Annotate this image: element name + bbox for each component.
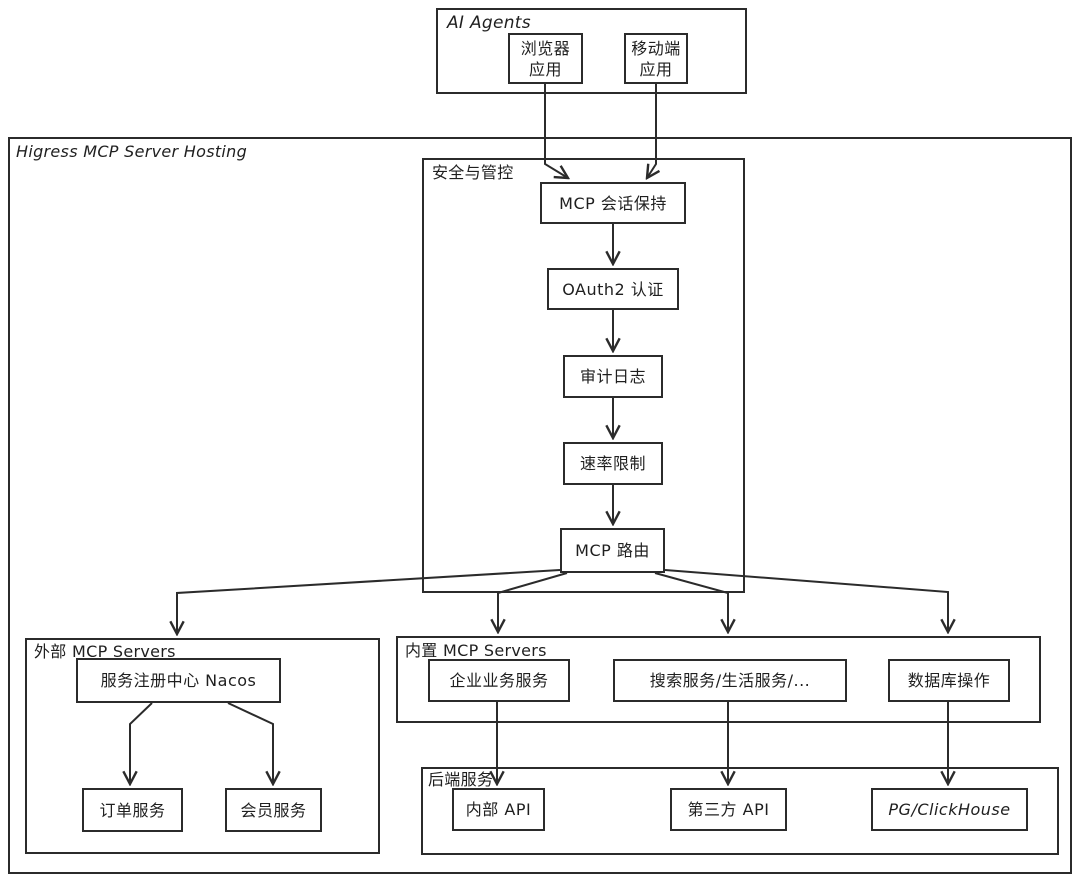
nacos-registry-label: 服务注册中心 Nacos xyxy=(100,671,257,690)
arrow-router-to-external xyxy=(177,569,561,634)
arrow-mobile-to-session xyxy=(647,84,656,178)
node-audit-log: 审计日志 xyxy=(563,355,663,398)
browser-app-label-line1: 浏览器 xyxy=(520,38,571,58)
mobile-app-label-line2: 应用 xyxy=(639,59,673,79)
group-label-higress: Higress MCP Server Hosting xyxy=(16,142,248,161)
node-third-party-api: 第三方 API xyxy=(670,788,787,831)
arrow-browser-to-session xyxy=(544,84,568,178)
node-mcp-router: MCP 路由 xyxy=(560,528,665,573)
node-rate-limit: 速率限制 xyxy=(563,442,663,485)
group-label-ai-agents: AI Agents xyxy=(447,13,531,33)
group-higress-hosting xyxy=(8,137,1072,874)
node-browser-app: 浏览器 应用 xyxy=(508,33,583,84)
group-security-control xyxy=(422,158,745,593)
browser-app-label-line2: 应用 xyxy=(528,59,562,79)
group-backend-services xyxy=(421,767,1059,855)
arrow-nacos-to-order xyxy=(130,702,153,784)
third-party-api-label: 第三方 API xyxy=(687,800,770,819)
rate-limit-label: 速率限制 xyxy=(579,454,646,473)
node-member-service: 会员服务 xyxy=(225,788,322,832)
group-external-mcp-servers xyxy=(25,638,380,854)
pg-clickhouse-label: PG/ClickHouse xyxy=(888,800,1011,819)
node-order-service: 订单服务 xyxy=(82,788,183,832)
order-service-label: 订单服务 xyxy=(99,800,166,820)
node-oauth2: OAuth2 认证 xyxy=(547,268,679,310)
node-pg-clickhouse: PG/ClickHouse xyxy=(871,788,1028,831)
internal-api-label: 内部 API xyxy=(465,800,532,819)
node-internal-api: 内部 API xyxy=(452,788,545,831)
arrow-router-to-enterprise xyxy=(498,572,568,632)
arrow-nacos-to-member xyxy=(227,702,273,784)
enterprise-service-label: 企业业务服务 xyxy=(449,671,549,690)
group-builtin-mcp-servers xyxy=(396,636,1041,723)
group-label-security: 安全与管控 xyxy=(432,163,514,182)
member-service-label: 会员服务 xyxy=(240,800,307,820)
mobile-app-label-line1: 移动端 xyxy=(631,38,681,58)
arrow-router-to-database xyxy=(664,569,948,632)
group-ai-agents xyxy=(436,8,747,94)
node-database-ops: 数据库操作 xyxy=(888,659,1010,702)
node-nacos-registry: 服务注册中心 Nacos xyxy=(76,658,281,703)
node-mobile-app: 移动端 应用 xyxy=(624,33,688,84)
audit-log-label: 审计日志 xyxy=(579,367,646,386)
group-label-backend: 后端服务 xyxy=(428,770,494,789)
group-label-external-mcp: 外部 MCP Servers xyxy=(34,642,176,661)
search-service-label: 搜索服务/生活服务/... xyxy=(649,671,811,690)
oauth2-label: OAuth2 认证 xyxy=(562,279,664,299)
group-label-builtin-mcp: 内置 MCP Servers xyxy=(405,641,547,660)
mcp-router-label: MCP 路由 xyxy=(575,541,650,560)
node-mcp-session: MCP 会话保持 xyxy=(540,182,686,224)
node-search-service: 搜索服务/生活服务/... xyxy=(613,659,847,702)
database-ops-label: 数据库操作 xyxy=(907,671,991,690)
mcp-session-label: MCP 会话保持 xyxy=(559,193,667,213)
arrow-router-to-search xyxy=(654,572,728,632)
node-enterprise-service: 企业业务服务 xyxy=(428,659,570,702)
